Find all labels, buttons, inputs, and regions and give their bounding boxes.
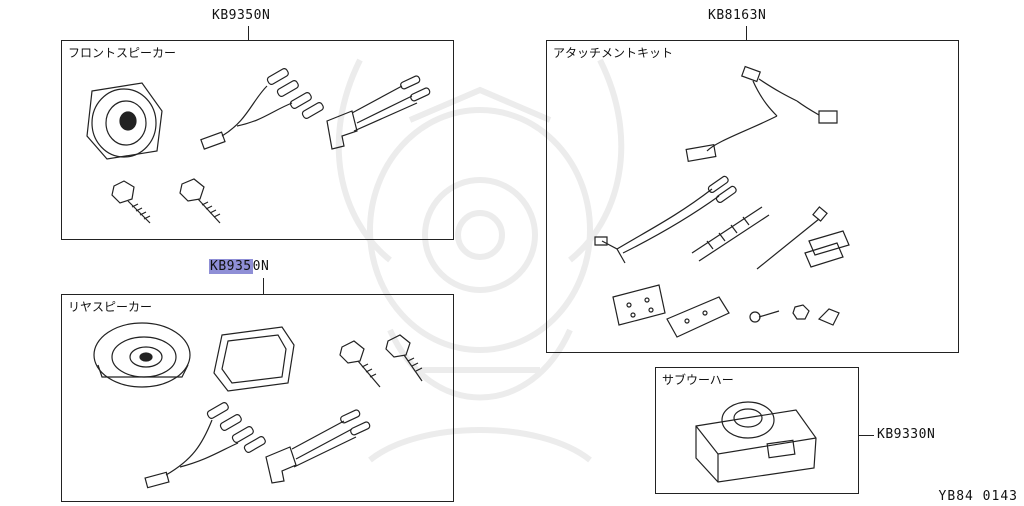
front-speaker-part-number[interactable]: KB9350N [212,8,271,23]
rear-leader-line [263,278,264,294]
rear-screw-2-icon [386,335,422,381]
subwoofer-part-number[interactable]: KB9330N [877,427,936,442]
rear-screw-1-icon [340,341,380,387]
rear-speaker-icon [94,323,190,387]
cable-tie-icon [757,207,827,269]
attachment-kit-parts-illustration [547,41,958,352]
grommet-tube-icon [692,207,769,261]
front-speaker-icon [87,83,162,159]
rear-connector-icon [266,409,371,483]
small-screw-icon [750,311,779,322]
subwoofer-title: サブウーハー [662,373,734,387]
watermark-emblem [300,0,660,506]
rear-speaker-parts-illustration [62,295,453,501]
diagram-code: YB84 0143 [938,489,1018,504]
rear-gasket-icon [214,327,294,391]
subwoofer-illustration [656,368,858,493]
mounting-bracket-2-icon [667,297,729,337]
front-screw-1-icon [112,181,150,223]
front-screw-2-icon [180,179,220,223]
front-connector-icon [327,75,431,149]
rear-speaker-title: リヤスピーカー [68,300,153,314]
rear-speaker-box: リヤスピーカー [61,294,454,502]
tape-pads-icon [805,231,849,267]
front-speaker-box: フロントスピーカー [61,40,454,240]
nut-icon [793,305,809,319]
attachment-kit-part-number[interactable]: KB8163N [708,8,767,23]
rear-harness-icon [145,402,266,488]
antenna-cable-icon [595,175,737,263]
attachment-kit-title: アタッチメントキット [553,46,674,60]
clip-icon [819,309,839,325]
mounting-bracket-1-icon [613,285,665,325]
rear-speaker-part-number[interactable]: KB9350N [209,259,269,274]
attachment-leader-line [746,26,747,40]
front-speaker-parts-illustration [62,41,453,239]
rear-part-number-highlight[interactable]: KB935 [209,259,253,274]
front-leader-line [248,26,249,40]
attach-harness-icon [686,67,837,162]
subwoofer-leader-line [858,435,874,436]
front-harness-icon [201,68,324,150]
rear-part-number-rest: 0N [252,259,270,274]
subwoofer-box: サブウーハー [655,367,859,494]
attachment-kit-box: アタッチメントキット [546,40,959,353]
front-speaker-title: フロントスピーカー [68,46,177,60]
